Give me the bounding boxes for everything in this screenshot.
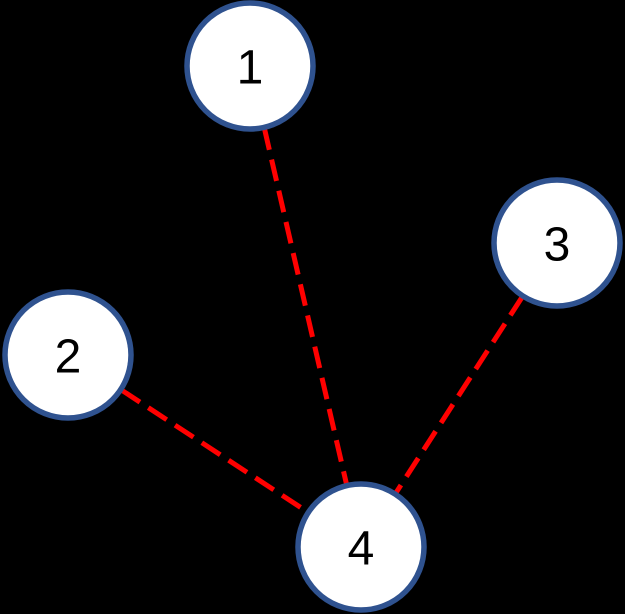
graph-node-4: 4	[295, 481, 427, 613]
graph-edge-1-4	[247, 65, 364, 548]
graph-node-circle-4	[295, 481, 427, 613]
graph-node-circle-3	[491, 177, 623, 309]
graph-node-1: 1	[184, 0, 316, 132]
graph-node-label-4: 4	[348, 522, 375, 575]
edges-layer	[66, 65, 560, 550]
graph-node-3: 3	[491, 177, 623, 309]
graph-node-2: 2	[2, 289, 134, 421]
graph-node-label-2: 2	[55, 330, 82, 383]
graph-node-circle-1	[184, 0, 316, 132]
graph-node-label-3: 3	[544, 218, 571, 271]
graph-node-circle-2	[2, 289, 134, 421]
graph-node-label-1: 1	[237, 41, 264, 94]
